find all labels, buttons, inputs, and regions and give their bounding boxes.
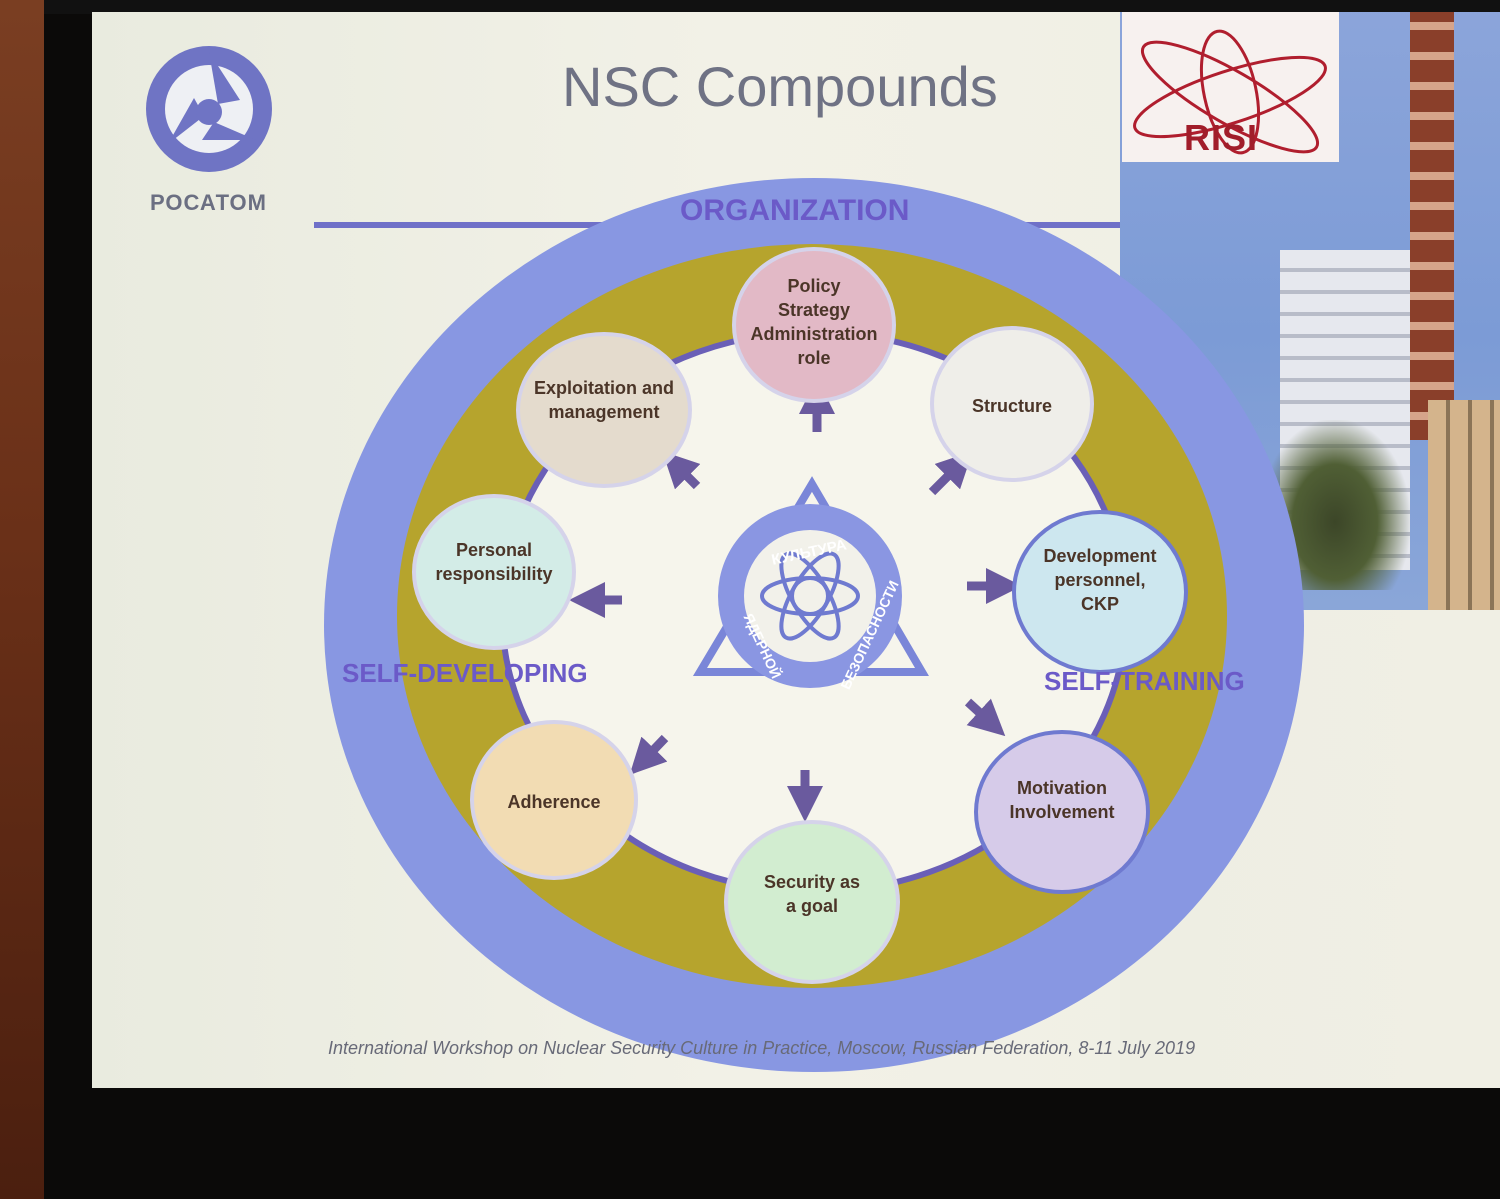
self-training-label: SELF-TRAINING (1044, 666, 1245, 696)
arrow-structure (928, 451, 973, 496)
photo-building-2 (1428, 400, 1500, 620)
culture-emblem-icon (692, 476, 929, 688)
node-security-text: Security as a goal (763, 872, 861, 916)
nsc-diagram: КУЛЬТУРА ЯДЕРНОЙ БЕЗОПАСНОСТИ (324, 178, 1304, 1072)
rosatom-logo-icon (146, 46, 272, 172)
node-policy-text: Policy Strategy Administration role (750, 276, 878, 368)
node-development-circle (1012, 510, 1188, 674)
node-exploitation-text: Exploitation and management (533, 378, 674, 422)
rosatom-brand-text: РОСАТОМ (150, 190, 267, 215)
node-motivation-text: Motivation Involvement (1009, 778, 1115, 822)
arrow-motivation (964, 698, 1006, 737)
organization-label: ORGANIZATION (680, 194, 910, 227)
risi-atom-icon (1133, 29, 1327, 155)
screen-frame-top (44, 0, 1500, 14)
node-policy-circle (732, 247, 896, 403)
node-adherence-circle (470, 720, 638, 880)
projection-screen: RISI РОСАТОМ NSC Compounds (92, 12, 1500, 1088)
self-developing-label: SELF-DEVELOPING (342, 658, 588, 688)
photo-chimney (1410, 12, 1454, 440)
arrow-exploitation (662, 451, 701, 490)
node-exploitation-circle (516, 332, 692, 488)
node-adherence-text: Adherence (507, 792, 601, 812)
risi-logo: RISI (1122, 12, 1339, 162)
node-personal-text: Personal responsibility (435, 540, 553, 584)
arrow-adherence (629, 734, 669, 775)
node-structure-circle (930, 326, 1094, 482)
wall-left (0, 0, 44, 1199)
node-structure-text: Structure (971, 396, 1052, 416)
node-security-circle (724, 820, 900, 984)
slide-title: NSC Compounds (562, 55, 998, 118)
node-development-text: Development personnel, CKP (1043, 546, 1157, 614)
node-motivation-circle (974, 730, 1150, 894)
node-personal-circle (412, 494, 576, 650)
risi-text: RISI (1184, 117, 1259, 158)
slide-footer: International Workshop on Nuclear Securi… (328, 1038, 1196, 1058)
